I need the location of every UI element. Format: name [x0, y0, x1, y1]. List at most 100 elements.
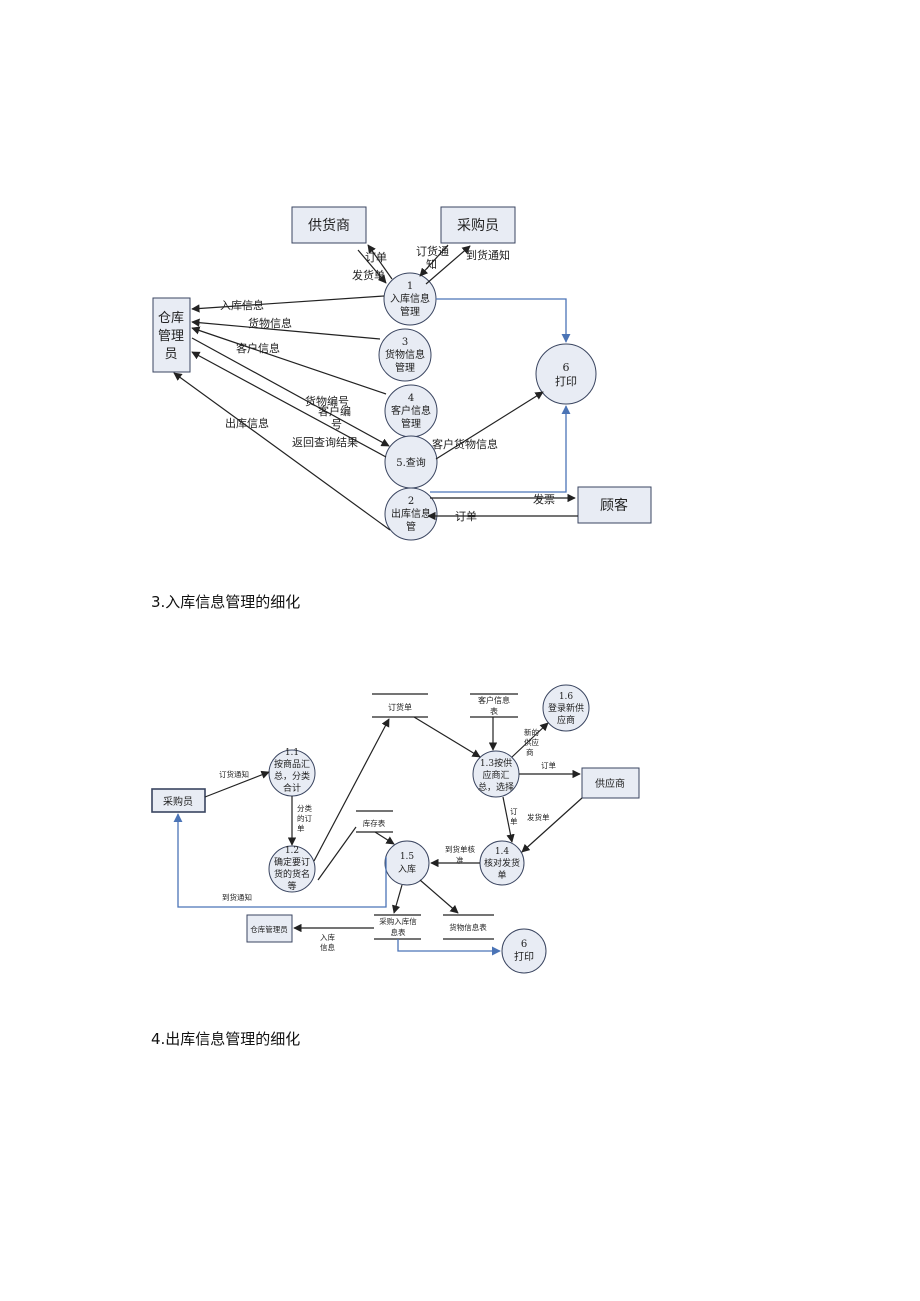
entity-warehouse-admin-line: 员 — [164, 347, 177, 362]
process-1-5-line: 入库 — [398, 863, 416, 875]
process-1-1-line: 合计 — [283, 782, 301, 794]
store-order-form: 订货单 — [372, 693, 428, 718]
flow-in-info — [191, 295, 385, 313]
label-cust-no: 号 — [331, 418, 342, 431]
process-6-line: 6 — [563, 361, 570, 374]
store-purchase-in-table: 采购入库信 息表 — [374, 914, 421, 940]
store-goods-table: 货物信息表 — [443, 914, 494, 940]
store-cust-table-label: 表 — [490, 706, 498, 716]
label-order-notice: 订货通 — [416, 244, 449, 258]
process-1-6-line: 登录新供 — [548, 702, 584, 714]
label-ship-approved: 准 — [456, 855, 464, 865]
process-1-1-line: 按商品汇 — [274, 758, 310, 770]
label-cust-info: 客户信息 — [236, 341, 280, 355]
process-1-3-line: 1.3按供 — [480, 757, 512, 769]
process-1-5: 1.5 入库 — [384, 840, 430, 886]
label-order-v: 单 — [510, 816, 518, 826]
process-5: 5.查询 — [384, 435, 438, 489]
label-ship-approved: 到货单核 — [445, 844, 475, 854]
process-1-3-line: 应商汇 — [482, 769, 509, 781]
entity-supplier-2-label: 供应商 — [595, 777, 625, 790]
entity-customer-label: 顾客 — [600, 497, 628, 514]
label-order-from-customer: 订单 — [455, 510, 477, 523]
label-order-2: 订单 — [541, 760, 556, 770]
section-caption-3: 3.入库信息管理的细化 — [151, 593, 301, 611]
store-order-form-label: 订货单 — [388, 702, 412, 712]
label-ship-order-2: 发货单 — [527, 812, 550, 822]
flow-goods-info — [191, 318, 381, 340]
process-6-2-line: 打印 — [514, 950, 534, 963]
process-1-4-line: 单 — [497, 869, 506, 881]
process-2-line: 管 — [406, 520, 416, 533]
entity-buyer: 采购员 — [440, 206, 516, 244]
process-2: 2 出库信息 管 — [384, 487, 438, 541]
store-cust-table-label: 客户信息 — [478, 695, 510, 705]
process-1-5-line: 1.5 — [400, 852, 415, 862]
process-1-6: 1.6 登录新供 应商 — [542, 684, 590, 732]
process-6-line: 打印 — [555, 374, 577, 388]
flow-arrival-to-buyer — [425, 245, 471, 285]
entity-warehouse-admin-line: 管理 — [158, 329, 184, 344]
process-3-line: 货物信息 — [385, 348, 425, 361]
process-6: 6 打印 — [535, 343, 597, 405]
label-in-info-2: 入库 — [320, 932, 335, 942]
process-1-1-line: 总，分类 — [274, 770, 310, 782]
label-goods-no: 货物编号 — [305, 394, 349, 408]
flow-stock-to-1-5 — [374, 831, 395, 845]
process-5-line: 5.查询 — [396, 456, 426, 469]
entity-warehouse-admin-2-label: 仓库管理员 — [250, 924, 288, 934]
process-1-3-line: 总，选择 — [478, 781, 514, 793]
process-3-line: 管理 — [395, 361, 415, 374]
section-caption-4: 4.出库信息管理的细化 — [151, 1030, 301, 1048]
process-1-6-line: 应商 — [557, 714, 575, 726]
flow-1-5-to-purchase-in — [392, 884, 403, 914]
process-3-line: 3 — [402, 337, 408, 348]
process-4-line: 管理 — [401, 417, 421, 430]
diagram-1: 供货商 采购员 仓库 管理 员 顾客 1 入库信息 管理 3 货物信息 管理 — [152, 206, 652, 541]
label-order-notice: 知 — [426, 257, 437, 271]
process-4-line: 客户信息 — [391, 404, 431, 417]
entity-buyer-2: 采购员 — [151, 788, 206, 813]
label-cust-no: 客户编 — [318, 404, 351, 418]
flow-out-info — [173, 372, 391, 531]
process-4-line: 4 — [408, 393, 414, 404]
flow-purchase-in-to-print — [397, 939, 501, 956]
label-arrival-notice: 到货通知 — [466, 248, 510, 262]
store-cust-table: 客户信息 表 — [470, 693, 518, 718]
label-goods-info: 货物信息 — [248, 316, 292, 330]
entity-supplier-2: 供应商 — [581, 767, 640, 799]
label-invoice: 发票 — [533, 492, 555, 506]
process-6-2-line: 6 — [521, 939, 527, 950]
process-1-4-line: 1.4 — [495, 847, 510, 857]
store-purchase-in-table-label: 采购入库信 — [379, 916, 417, 926]
label-in-info: 入库信息 — [220, 298, 264, 312]
label-new-supplier: 商 — [526, 747, 534, 757]
entity-supplier-label: 供货商 — [308, 217, 350, 234]
process-1-1: 1.1 按商品汇 总，分类 合计 — [268, 748, 316, 797]
entity-buyer-2-label: 采购员 — [163, 795, 193, 808]
flow-goods-no — [191, 337, 390, 447]
store-stock-table-label: 库存表 — [363, 818, 386, 828]
label-new-supplier: 供应 — [524, 737, 539, 747]
store-stock-table: 库存表 — [356, 810, 393, 833]
label-classified-order: 的订 — [297, 813, 312, 823]
flow-ship-order-2 — [521, 797, 583, 853]
label-classified-order: 单 — [297, 823, 305, 833]
flow-cust-goods-info — [435, 391, 544, 460]
flow-1-2-to-stock — [317, 826, 357, 881]
label-in-info-2: 信息 — [320, 942, 335, 952]
process-1-3: 1.3按供 应商汇 总，选择 — [472, 750, 520, 798]
process-1-2-line: 等 — [287, 880, 296, 892]
flow-1-5-to-goods-table — [419, 879, 459, 914]
label-ship-order: 发货单 — [352, 268, 385, 282]
label-cust-goods-info: 客户货物信息 — [432, 437, 498, 451]
process-1-line: 入库信息 — [390, 292, 430, 305]
flow-cust-info — [191, 326, 387, 395]
process-1-2: 1.2 确定要订 货的货名 等 — [268, 845, 316, 893]
process-6-2: 6 打印 — [501, 928, 547, 974]
process-2-line: 出库信息 — [391, 507, 431, 520]
label-query-result: 返回查询结果 — [292, 435, 358, 449]
process-1-6-line: 1.6 — [559, 692, 574, 702]
label-order-v: 订 — [510, 806, 518, 816]
